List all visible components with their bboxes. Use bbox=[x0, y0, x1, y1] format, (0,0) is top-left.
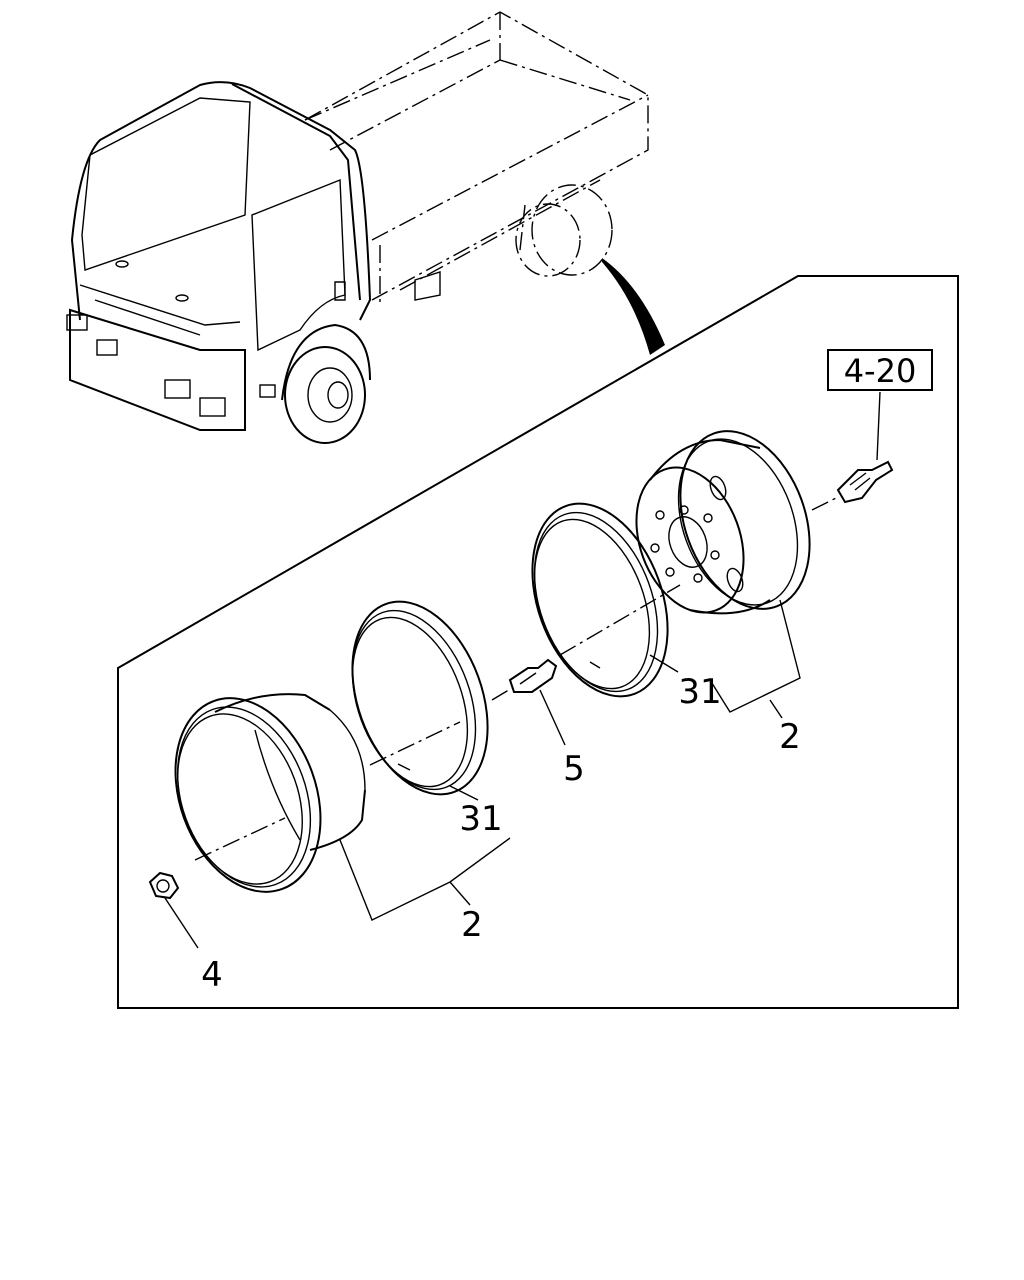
callout-31-right: 31 bbox=[678, 672, 721, 712]
truck-cab bbox=[66, 81, 372, 431]
lock-ring-right bbox=[531, 502, 669, 698]
front-wheel bbox=[281, 323, 371, 444]
detail-pointer-arrow bbox=[602, 258, 665, 355]
lock-ring-left bbox=[351, 600, 489, 796]
callout-5: 5 bbox=[563, 749, 585, 789]
detail-frame bbox=[117, 275, 959, 1009]
cargo-bed bbox=[304, 11, 649, 305]
callout-4: 4 bbox=[201, 955, 223, 995]
reference-label: 4-20 bbox=[844, 352, 917, 390]
truck-illustration bbox=[66, 11, 649, 444]
wheel-stud bbox=[491, 658, 558, 701]
rear-wheel bbox=[515, 184, 613, 277]
wheel-rim-left bbox=[174, 693, 461, 893]
wheel-disc-right bbox=[559, 430, 811, 656]
wheel-nut bbox=[148, 871, 180, 900]
chassis-bracket bbox=[414, 271, 441, 301]
callout-2-right: 2 bbox=[779, 717, 801, 757]
reference-box[interactable]: 4-20 bbox=[827, 349, 933, 461]
leader-lines bbox=[164, 599, 801, 949]
callout-31-left: 31 bbox=[459, 799, 502, 839]
hub-bolt bbox=[811, 460, 894, 511]
callout-2-left: 2 bbox=[461, 905, 483, 945]
